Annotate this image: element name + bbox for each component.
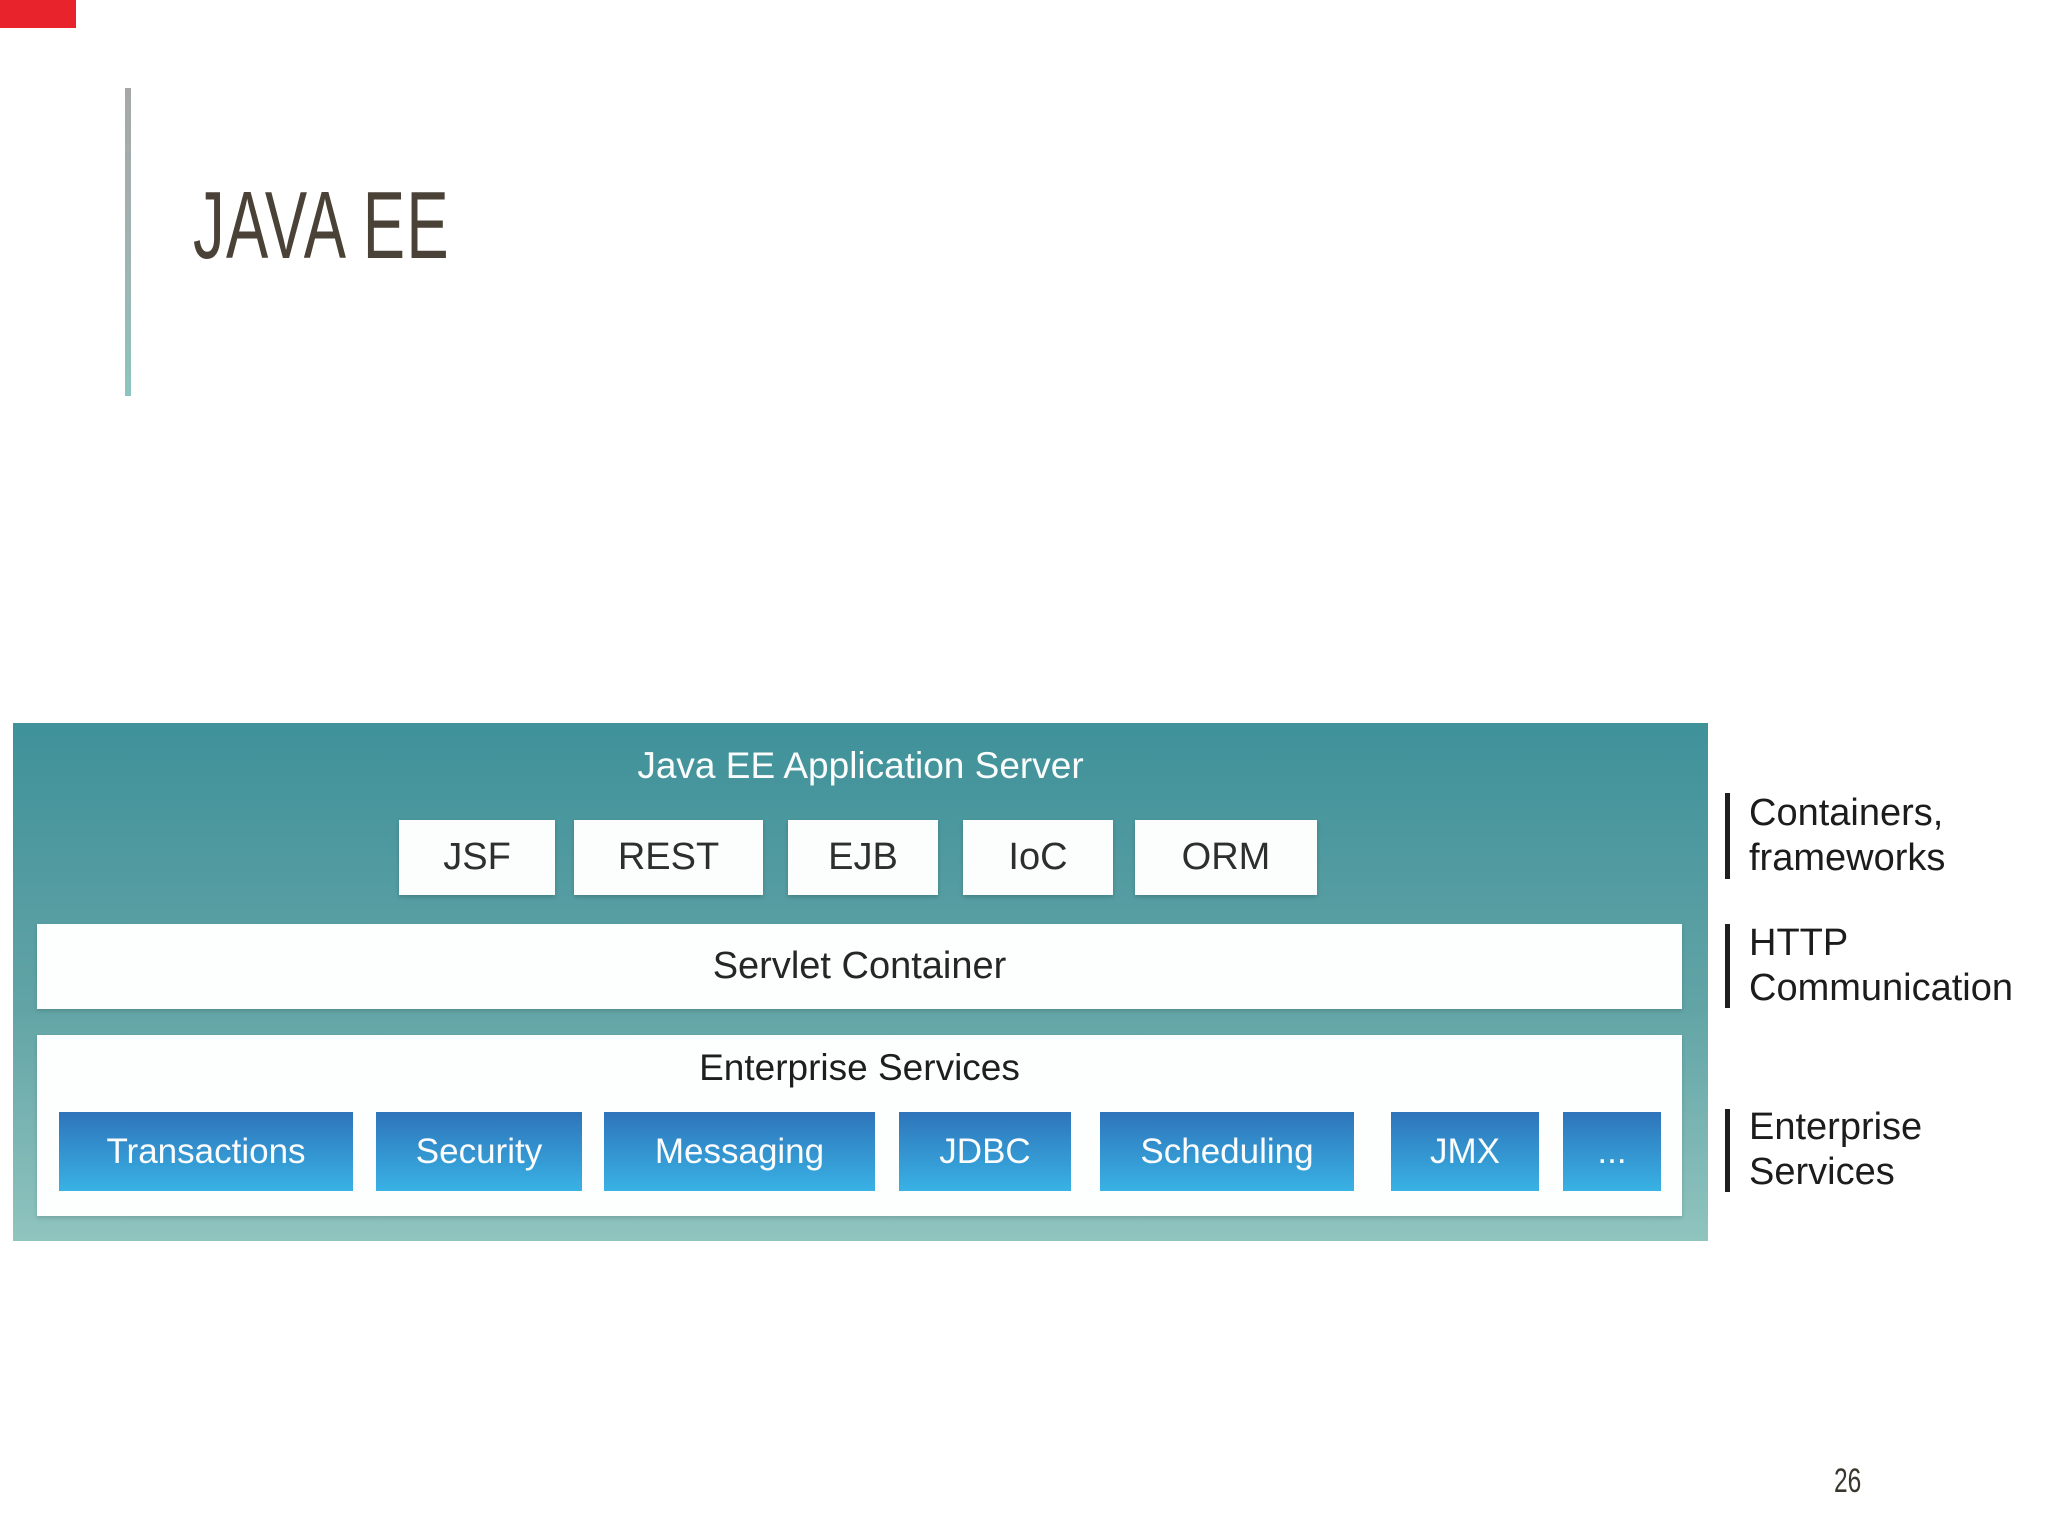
annotation-line-2: frameworks bbox=[1749, 837, 1946, 879]
annotation-line-2: Communication bbox=[1749, 967, 2013, 1009]
annotation-containers-frameworks: Containers, frameworks bbox=[1725, 791, 1945, 881]
page-number: 26 bbox=[1834, 1462, 1862, 1500]
title-accent-rule bbox=[125, 88, 131, 396]
annotation-line-1: Containers, bbox=[1749, 792, 1944, 834]
annotation-label: Enterprise Services bbox=[1749, 1105, 1922, 1195]
service-box-more: ... bbox=[1563, 1112, 1661, 1191]
annotation-label: HTTP Communication bbox=[1749, 921, 2013, 1011]
service-box-security: Security bbox=[376, 1112, 582, 1191]
annotation-http-communication: HTTP Communication bbox=[1725, 921, 2013, 1011]
service-box-transactions: Transactions bbox=[59, 1112, 353, 1191]
slide-title: JAVA EE bbox=[193, 172, 450, 279]
annotation-tick-bar bbox=[1725, 1108, 1730, 1192]
annotation-tick-bar bbox=[1725, 793, 1730, 879]
servlet-container-bar: Servlet Container bbox=[37, 924, 1682, 1009]
framework-box-orm: ORM bbox=[1135, 820, 1317, 895]
red-corner-marker bbox=[0, 0, 76, 28]
annotation-tick-bar bbox=[1725, 924, 1730, 1008]
enterprise-services-panel: Enterprise Services Transactions Securit… bbox=[37, 1035, 1682, 1216]
framework-box-jsf: JSF bbox=[399, 820, 555, 895]
framework-box-ejb: EJB bbox=[788, 820, 938, 895]
service-box-messaging: Messaging bbox=[604, 1112, 875, 1191]
annotation-line-1: HTTP bbox=[1749, 922, 1849, 964]
framework-box-ioc: IoC bbox=[963, 820, 1113, 895]
annotation-enterprise-services: Enterprise Services bbox=[1725, 1105, 1922, 1195]
annotation-line-2: Services bbox=[1749, 1151, 1895, 1193]
java-ee-application-server-panel: Java EE Application Server JSF REST EJB … bbox=[13, 723, 1708, 1241]
service-box-scheduling: Scheduling bbox=[1100, 1112, 1354, 1191]
service-box-jmx: JMX bbox=[1391, 1112, 1539, 1191]
framework-box-rest: REST bbox=[574, 820, 763, 895]
enterprise-services-title: Enterprise Services bbox=[699, 1047, 1020, 1088]
annotation-line-1: Enterprise bbox=[1749, 1106, 1923, 1148]
service-box-jdbc: JDBC bbox=[899, 1112, 1071, 1191]
annotation-label: Containers, frameworks bbox=[1749, 791, 1945, 881]
application-server-title: Java EE Application Server bbox=[637, 745, 1084, 786]
